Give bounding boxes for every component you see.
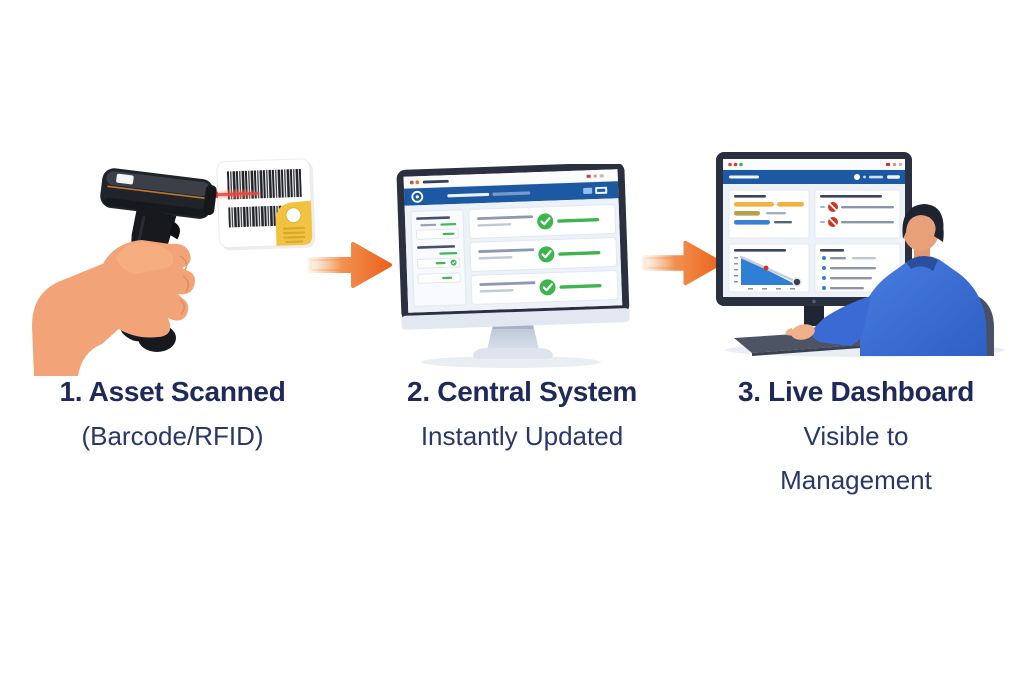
step-1-title: 1. Asset Scanned [59, 376, 286, 407]
person-hair [902, 204, 944, 242]
dashboard-monitor [716, 152, 912, 306]
sidebar-form [410, 209, 467, 307]
barcode-small [228, 205, 283, 228]
header-icon [583, 187, 593, 194]
monitor-chin [401, 308, 630, 330]
monitor-stand [473, 324, 553, 359]
flow-arrow-2-icon [641, 240, 724, 286]
kpi-bars-card [728, 189, 810, 239]
live-dashboard-illustration [716, 152, 1005, 357]
monitor-neck [804, 302, 824, 326]
window-dot-icon [728, 162, 732, 167]
chart-point-icon [763, 265, 769, 271]
laser-beam-icon [208, 188, 263, 201]
browser-bar [723, 159, 905, 171]
step-2-subtitle: Instantly Updated [420, 421, 624, 451]
step-2-caption: 2. Central System Instantly Updated [372, 370, 672, 458]
monitor [396, 164, 630, 330]
window-dot-icon [409, 180, 414, 185]
step-3-subtitle: Visible to Management [780, 421, 932, 495]
alerts-card [814, 189, 901, 239]
trend-chart-card [728, 243, 810, 293]
scanner-display [116, 173, 134, 185]
form-field [416, 228, 460, 240]
app-header [404, 181, 619, 206]
hand [32, 240, 195, 376]
person-hand [785, 324, 815, 340]
window-dot-icon [739, 162, 743, 167]
window-dot-icon [733, 162, 738, 167]
step-1-caption: 1. Asset Scanned (Barcode/RFID) [20, 370, 325, 458]
person-arm [811, 296, 871, 346]
central-system-illustration [396, 164, 630, 368]
window-dot-icon [415, 180, 420, 185]
barcode-label [208, 158, 316, 251]
chart-endpoint-icon [792, 277, 802, 287]
step-3-title: 3. Live Dashboard [737, 376, 975, 407]
monitor-shadow [421, 356, 601, 368]
avatar [854, 174, 860, 180]
flow-arrow-1-icon [308, 242, 392, 288]
thumb [116, 242, 174, 274]
step-3-caption: 3. Live Dashboard Visible to Management [706, 370, 1006, 502]
app-header [723, 170, 905, 184]
monitor-logo-icon [812, 299, 816, 304]
scanner-trigger [169, 221, 180, 240]
app-logo-icon [411, 190, 424, 203]
activity-list-card [814, 243, 901, 293]
step-1-subtitle: (Barcode/RFID) [81, 421, 264, 451]
form-field [417, 272, 461, 284]
person-face [903, 211, 939, 251]
person-torso [860, 255, 987, 356]
shirt-collar [906, 255, 938, 271]
step-2-title: 2. Central System [407, 376, 637, 407]
person [785, 204, 987, 356]
rfid-tag-icon [275, 200, 313, 246]
asset-scan-illustration [32, 158, 316, 376]
